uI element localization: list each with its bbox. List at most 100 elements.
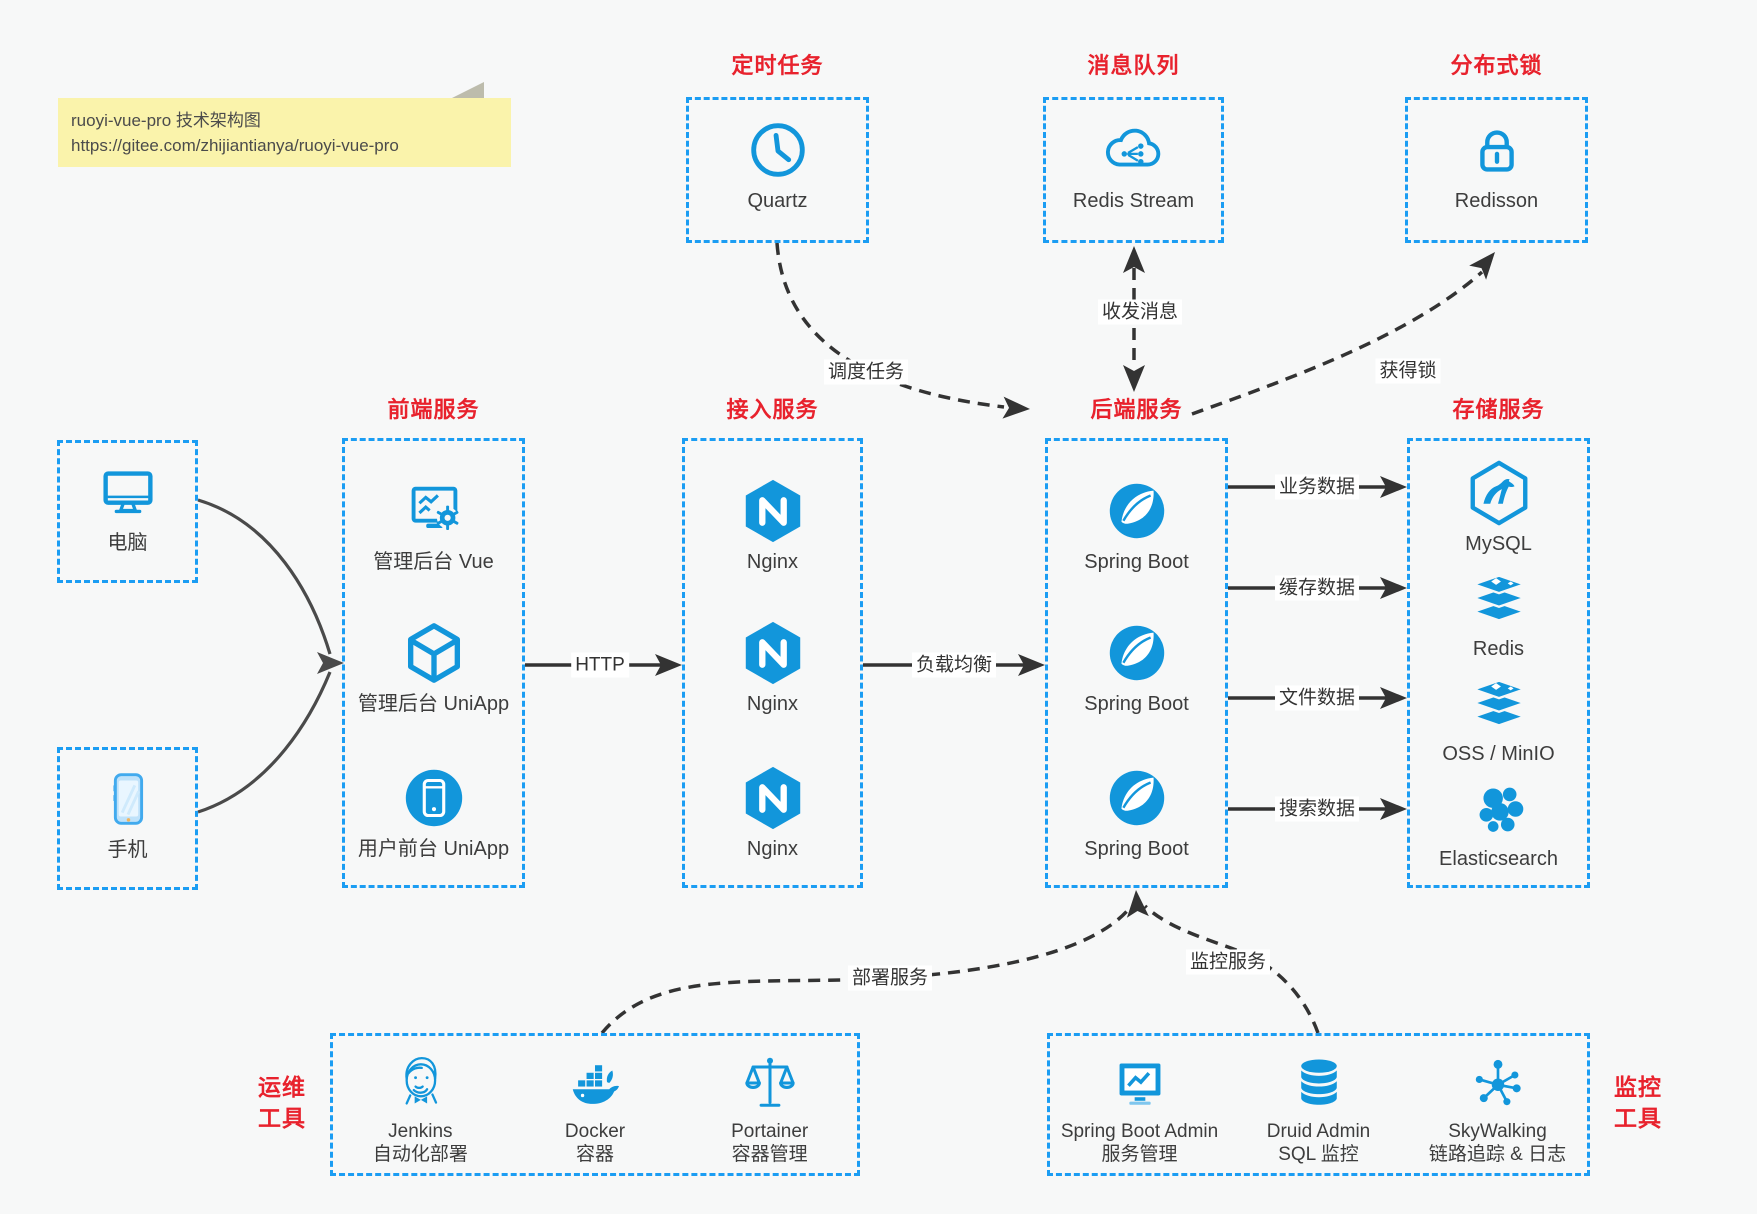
node-desc: 容器 xyxy=(576,1144,615,1165)
box-message-queue: Redis Stream xyxy=(1043,97,1224,243)
arrowhead xyxy=(1126,890,1149,918)
docker-icon xyxy=(572,1065,619,1104)
node-desc: 链路追踪 & 日志 xyxy=(1428,1144,1567,1165)
arrowhead xyxy=(1123,365,1145,392)
spring-boot-admin-icon xyxy=(1119,1063,1160,1105)
side-label-monitor-tools: 监控 工具 xyxy=(1606,1072,1670,1134)
node-label: Nginx xyxy=(746,838,799,860)
box-ops-tools: Jenkins 自动化部署 Docker 容器 xyxy=(330,1033,860,1176)
title-backend-service: 后端服务 xyxy=(1090,397,1183,422)
node-label: 管理后台 UniApp xyxy=(357,693,510,715)
node-label: Jenkins xyxy=(388,1121,453,1142)
spring-boot-icon xyxy=(1109,625,1164,681)
side-label-line: 工具 xyxy=(258,1105,306,1131)
nginx-icon xyxy=(745,621,800,685)
node-spring-boot-3: Spring Boot xyxy=(1048,763,1225,861)
node-label: Portainer xyxy=(731,1121,809,1142)
box-monitor-tools: Spring Boot Admin 服务管理 Druid Admin SQL 监… xyxy=(1047,1033,1590,1176)
title-access-service: 接入服务 xyxy=(726,397,819,422)
arrowhead xyxy=(317,652,344,674)
arrowhead xyxy=(1380,687,1407,709)
cloud-message-icon xyxy=(1105,128,1160,167)
mobile-app-circle-icon xyxy=(405,769,462,827)
box-distributed-lock: Redisson xyxy=(1405,97,1588,243)
title-scheduled-task: 定时任务 xyxy=(731,53,824,78)
node-label: Nginx xyxy=(746,693,799,715)
edge-label-search-data: 搜索数据 xyxy=(1274,796,1360,822)
node-phone: 手机 xyxy=(60,764,195,862)
node-label: SkyWalking xyxy=(1448,1121,1547,1142)
node-skywalking: SkyWalking 链路追踪 & 日志 xyxy=(1408,1036,1587,1166)
edge-label-file-data: 文件数据 xyxy=(1274,685,1360,711)
uniapp-cube-icon xyxy=(407,623,460,683)
node-label: OSS / MinIO xyxy=(1442,743,1555,765)
edge-label-send-receive-msg: 收发消息 xyxy=(1097,299,1183,325)
edge-label-load-balance: 负载均衡 xyxy=(911,652,997,678)
oss-minio-icon xyxy=(1469,679,1528,727)
note-title: ruoyi-vue-pro 技术架构图 xyxy=(71,111,261,130)
node-desc: 服务管理 xyxy=(1101,1144,1178,1165)
edge-label-acquire-lock: 获得锁 xyxy=(1375,358,1441,384)
nginx-icon xyxy=(745,766,800,830)
node-admin-uniapp: 管理后台 UniApp xyxy=(345,618,522,716)
edge-phone-to-frontend xyxy=(197,671,332,814)
node-label: Nginx xyxy=(746,551,799,573)
box-phone-client: 手机 xyxy=(57,747,198,890)
desktop-icon xyxy=(102,471,153,514)
sticky-note: ruoyi-vue-pro 技术架构图 https://gitee.com/zh… xyxy=(58,98,511,167)
node-nginx-1: Nginx xyxy=(685,476,860,574)
title-message-queue: 消息队列 xyxy=(1087,53,1180,78)
node-label: Redis xyxy=(1472,638,1525,660)
node-label: Spring Boot xyxy=(1084,693,1189,715)
title-distributed-lock: 分布式锁 xyxy=(1450,53,1543,78)
node-label: 管理后台 Vue xyxy=(373,551,494,573)
node-spring-boot-2: Spring Boot xyxy=(1048,618,1225,716)
node-redis: Redis xyxy=(1410,563,1587,661)
node-oss-minio: OSS / MinIO xyxy=(1410,668,1587,766)
elasticsearch-icon xyxy=(1479,787,1523,832)
edge-label-business-data: 业务数据 xyxy=(1274,474,1360,500)
jenkins-icon xyxy=(405,1056,438,1105)
node-label: 手机 xyxy=(107,839,148,861)
edge-label-monitor-service: 监控服务 xyxy=(1185,949,1271,975)
side-label-ops-tools: 运维 工具 xyxy=(250,1072,314,1134)
node-elasticsearch: Elasticsearch xyxy=(1410,773,1587,871)
edge-pc-to-frontend xyxy=(197,498,332,655)
druid-icon xyxy=(1300,1059,1337,1105)
node-docker: Docker 容器 xyxy=(508,1036,683,1166)
node-admin-vue: 管理后台 Vue xyxy=(345,476,522,574)
edge-label-cache-data: 缓存数据 xyxy=(1274,575,1360,601)
node-desc: SQL 监控 xyxy=(1278,1144,1359,1165)
node-label: Spring Boot xyxy=(1084,838,1189,860)
spring-boot-icon xyxy=(1109,483,1164,539)
box-access-service: Nginx Nginx Nginx xyxy=(682,438,863,888)
node-quartz: Quartz xyxy=(689,115,866,213)
box-storage-service: MySQL Redis xyxy=(1407,438,1590,888)
nginx-icon xyxy=(745,479,800,543)
node-label: Spring Boot Admin xyxy=(1060,1121,1219,1142)
node-jenkins: Jenkins 自动化部署 xyxy=(333,1036,508,1166)
node-nginx-2: Nginx xyxy=(685,618,860,716)
title-frontend-service: 前端服务 xyxy=(387,397,480,422)
arrowhead xyxy=(1380,798,1407,820)
portainer-icon xyxy=(745,1057,795,1107)
arrowhead xyxy=(1123,246,1145,273)
mysql-icon xyxy=(1470,460,1527,526)
node-label: Elasticsearch xyxy=(1439,848,1558,870)
note-fold-corner xyxy=(452,82,484,98)
edge-label-deploy-service: 部署服务 xyxy=(847,965,933,991)
spring-boot-icon xyxy=(1109,770,1164,826)
node-label: MySQL xyxy=(1465,533,1532,555)
redis-icon xyxy=(1469,574,1528,622)
edge-label-schedule-task: 调度任务 xyxy=(823,359,909,385)
node-redis-stream: Redis Stream xyxy=(1046,115,1221,213)
arrowhead xyxy=(1380,577,1407,599)
side-label-line: 工具 xyxy=(1614,1105,1662,1131)
node-label: Druid Admin xyxy=(1266,1121,1371,1142)
title-storage-service: 存储服务 xyxy=(1452,397,1545,422)
node-redisson: Redisson xyxy=(1408,115,1585,213)
box-pc-client: 电脑 xyxy=(57,440,198,583)
skywalking-icon xyxy=(1475,1059,1521,1106)
clock-icon xyxy=(750,123,805,177)
